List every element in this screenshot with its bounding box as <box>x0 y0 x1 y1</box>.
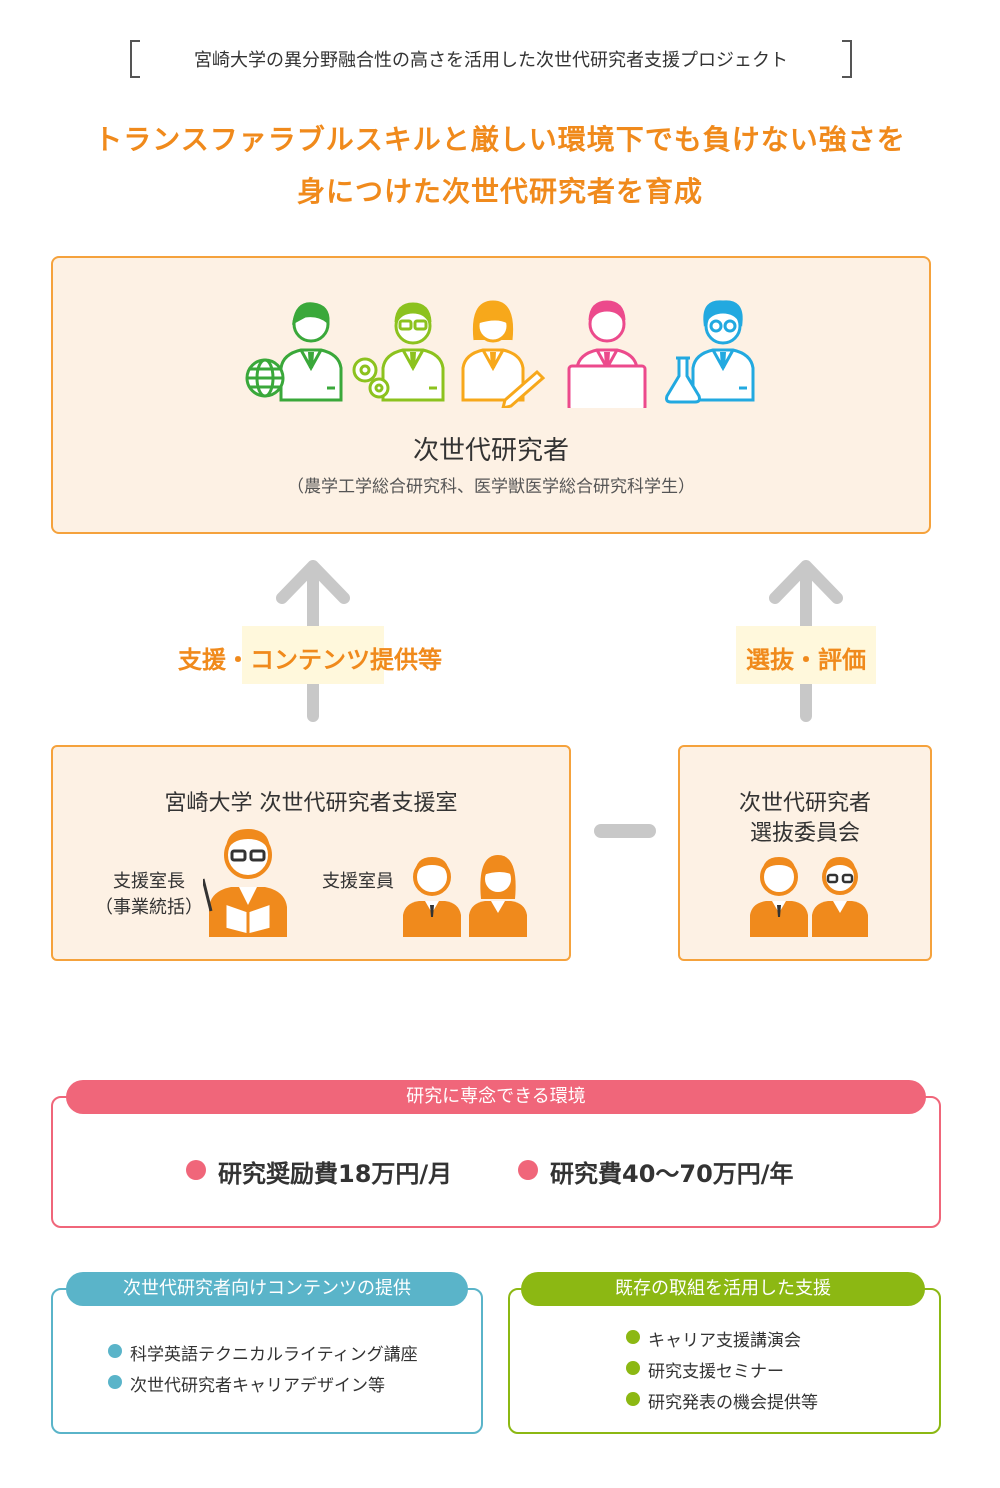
researchers-title: 次世代研究者 <box>412 436 569 466</box>
environment-header: 研究に専念できる環境 <box>66 1080 926 1114</box>
contents-header: 次世代研究者向けコンテンツの提供 <box>66 1272 468 1306</box>
existing-item-1: キャリア支援講演会 <box>648 1331 801 1351</box>
existing-bullet-1 <box>626 1330 640 1344</box>
research-fund-text: 研究費40〜70万円/年 <box>550 1160 794 1188</box>
globe-researcher-icon <box>245 302 343 402</box>
headline-line-2: 身につけた次世代研究者を育成 <box>296 175 703 208</box>
selection-committee-box: 次世代研究者 選抜委員会 <box>678 745 932 961</box>
project-title-frame: 宮崎大学の異分野融合性の高さを活用した次世代研究者支援プロジェクト <box>130 40 852 78</box>
existing-bullet-3 <box>626 1392 640 1406</box>
director-reading-icon <box>203 829 287 937</box>
environment-bullet-1 <box>186 1160 206 1180</box>
researchers-box: 次世代研究者 （農学工学総合研究科、医学獣医学総合研究科学生） <box>51 256 931 534</box>
headline-line-1: トランスファラブルスキルと厳しい環境下でも負けない強さを <box>94 123 906 156</box>
support-office-title: 宮崎大学 次世代研究者支援室 <box>164 791 458 816</box>
connector-bar <box>594 824 656 838</box>
left-bracket <box>130 40 140 78</box>
right-label-highlight <box>736 626 876 684</box>
right-bracket <box>842 40 852 78</box>
flask-researcher-icon <box>665 300 755 404</box>
support-arrow-label: 支援・コンテンツ提供等 <box>178 646 442 674</box>
researchers-subtitle: （農学工学総合研究科、医学獣医学総合研究科学生） <box>287 477 695 497</box>
contents-bullet-2 <box>108 1375 122 1389</box>
director-label-line-2: （事業統括） <box>95 897 203 918</box>
existing-item-3: 研究発表の機会提供等 <box>648 1393 818 1413</box>
contents-item-1: 科学英語テクニカルライティング講座 <box>130 1345 418 1365</box>
support-office-box: 宮崎大学 次世代研究者支援室 支援室長 （事業統括） 支援室員 <box>51 745 571 961</box>
researcher-icons <box>243 288 773 418</box>
left-label-highlight <box>242 626 384 684</box>
existing-support-panel <box>508 1288 941 1434</box>
existing-bullet-2 <box>626 1361 640 1375</box>
environment-bullet-2 <box>518 1160 538 1180</box>
environment-panel <box>51 1096 941 1228</box>
director-label: 支援室長 （事業統括） <box>89 869 209 921</box>
selection-arrow-label: 選抜・評価 <box>746 646 866 674</box>
gears-researcher-icon <box>352 302 445 402</box>
committee-title-line-1: 次世代研究者 <box>738 791 871 816</box>
contents-item-2: 次世代研究者キャリアデザイン等 <box>130 1376 385 1396</box>
committee-members-icon <box>750 857 868 937</box>
existing-item-2: 研究支援セミナー <box>648 1362 784 1382</box>
project-title: 宮崎大学の異分野融合性の高さを活用した次世代研究者支援プロジェクト <box>194 50 788 71</box>
contents-bullet-1 <box>108 1344 122 1358</box>
stipend-text: 研究奨励費18万円/月 <box>218 1160 453 1188</box>
monitor-researcher-icon <box>567 300 647 408</box>
staff-label: 支援室員 <box>322 871 394 892</box>
pen-researcher-icon <box>461 300 546 408</box>
staff-members-icon <box>403 855 527 937</box>
contents-panel <box>51 1288 483 1434</box>
committee-title-line-2: 選抜委員会 <box>749 821 860 846</box>
existing-support-header: 既存の取組を活用した支援 <box>521 1272 925 1306</box>
director-label-line-1: 支援室長 <box>113 871 185 892</box>
